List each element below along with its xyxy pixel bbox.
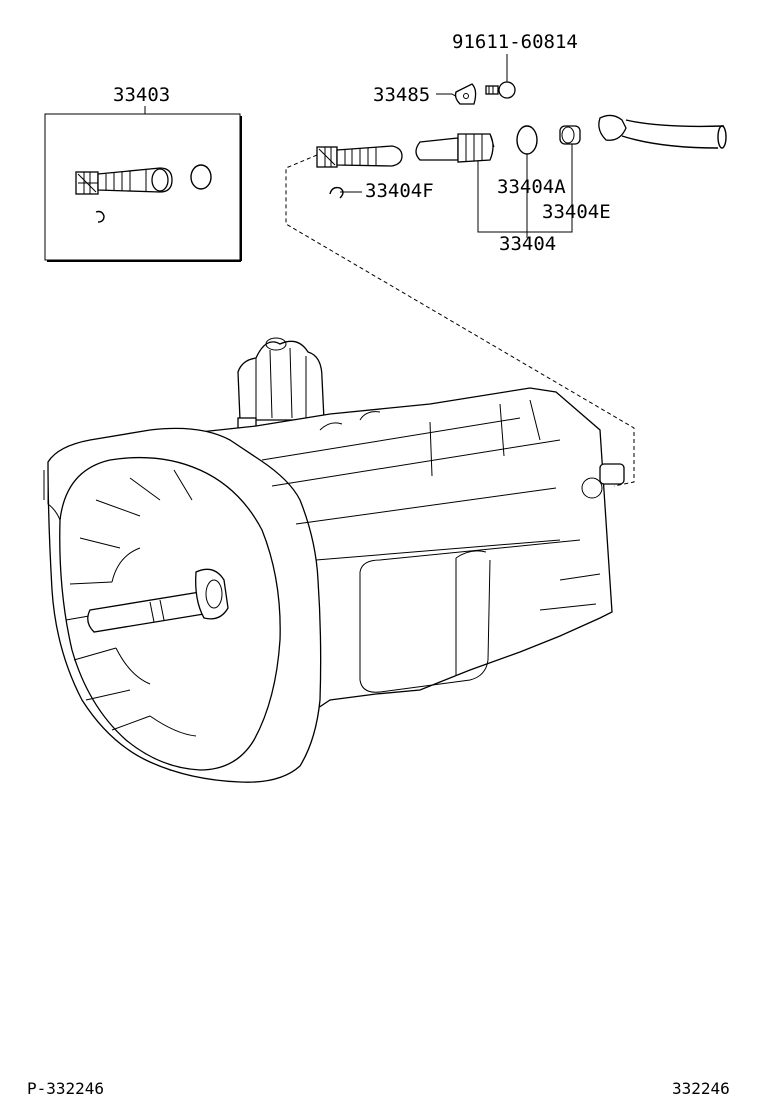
label-33404A: 33404A bbox=[497, 176, 566, 198]
speedometer-cable-icon bbox=[598, 114, 727, 149]
transmission-icon bbox=[43, 337, 625, 783]
lock-plate-33485-icon bbox=[454, 83, 477, 105]
sleeve-33404-icon bbox=[415, 133, 495, 163]
label-33404E: 33404E bbox=[542, 201, 611, 223]
leader-lines bbox=[144, 54, 573, 238]
oil-seal-33404E-icon bbox=[559, 125, 581, 145]
label-33404F: 33404F bbox=[365, 180, 434, 202]
footer-right-code: 332246 bbox=[672, 1079, 730, 1098]
label-33404: 33404 bbox=[499, 233, 556, 255]
label-33403: 33403 bbox=[113, 84, 170, 106]
installation-dashed-line bbox=[285, 154, 635, 487]
bolt-91611-icon bbox=[485, 81, 516, 99]
driven-gear-assembly-icon bbox=[316, 145, 403, 199]
label-91611-60814: 91611-60814 bbox=[452, 31, 578, 53]
o-ring-33404A-icon bbox=[516, 125, 538, 155]
kit-33403-box bbox=[44, 113, 242, 262]
label-33485: 33485 bbox=[373, 84, 430, 106]
driven-gear-icon bbox=[75, 164, 212, 223]
footer-left-code: P-332246 bbox=[27, 1079, 104, 1098]
